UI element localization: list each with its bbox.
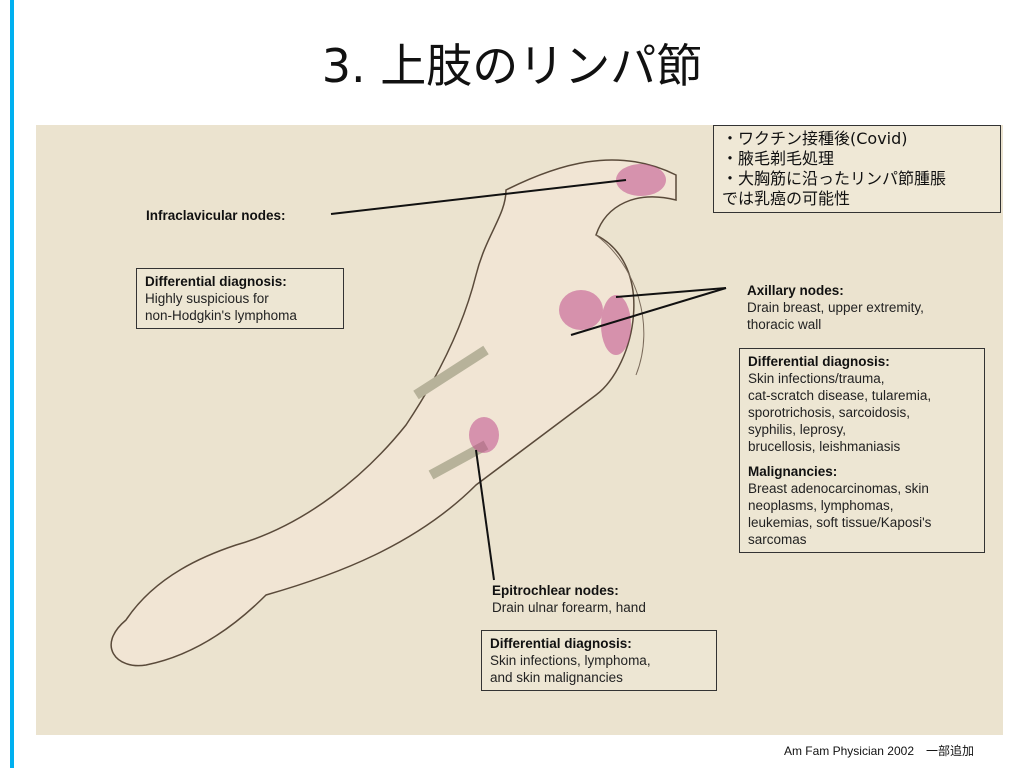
note-line: では乳癌の可能性 (722, 189, 851, 208)
japanese-note-box: ・ワクチン接種後(Covid) ・腋毛剃毛処理 ・大胸筋に沿ったリンパ節腫脹 で… (713, 125, 1001, 213)
citation: Am Fam Physician 2002 一部追加 (783, 744, 974, 758)
epitrochlear-dd-box: Differential diagnosis:Skin infections, … (481, 630, 717, 691)
accent-bar (10, 0, 14, 768)
node-clusters (469, 164, 666, 453)
slide-title: 3. 上肢のリンパ節 (321, 39, 703, 93)
epitrochlear-label: Epitrochlear nodes:Drain ulnar forearm, … (492, 583, 646, 615)
infraclavicular-label: Infraclavicular nodes: (146, 208, 286, 223)
axillary-label: Axillary nodes:Drain breast, upper extre… (747, 283, 924, 332)
axillary-dd-box: Differential diagnosis:Skin infections/t… (739, 348, 985, 553)
infraclavicular-dd-box: Differential diagnosis:Highly suspicious… (136, 268, 344, 329)
arm-illustration: Infraclavicular nodes: Differential diag… (36, 125, 1003, 735)
note-line: ・ワクチン接種後(Covid) (722, 129, 908, 148)
arm-drawing (110, 159, 727, 667)
note-line: ・大胸筋に沿ったリンパ節腫脹 (722, 169, 947, 188)
note-line: ・腋毛剃毛処理 (722, 149, 835, 168)
